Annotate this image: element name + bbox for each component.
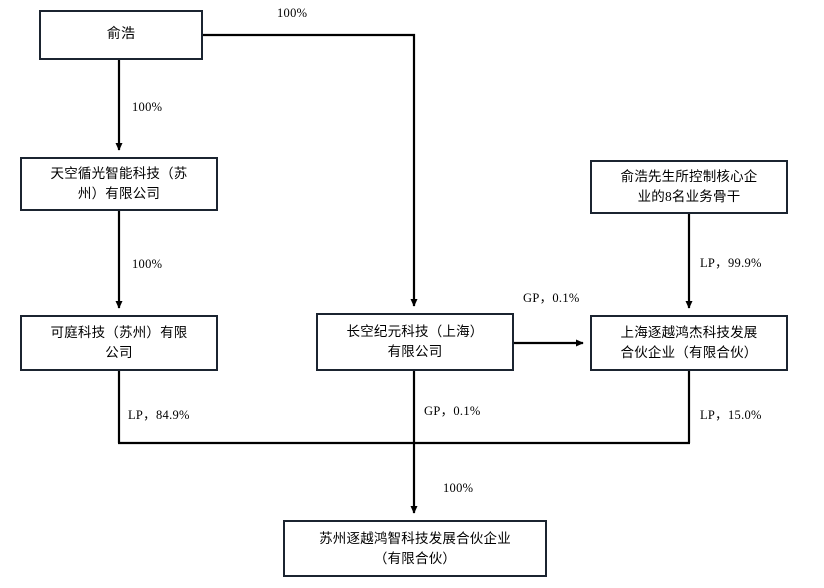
node-keting[interactable]: 可庭科技（苏州）有限 公司: [20, 315, 218, 371]
edge-label-shanghai-to-suzhou: LP，15.0%: [700, 408, 762, 422]
node-tiankong-xunguang[interactable]: 天空循光智能科技（苏 州）有限公司: [20, 157, 218, 211]
node-keting-label: 可庭科技（苏州）有限 公司: [50, 325, 188, 360]
edge-label-changkong-to-shanghai: GP，0.1%: [523, 291, 580, 305]
node-tiankong-xunguang-label: 天空循光智能科技（苏 州）有限公司: [50, 166, 188, 201]
node-shanghai-zhuyue-hongjie-label: 上海逐越鸿杰科技发展 合伙企业（有限合伙）: [620, 325, 758, 360]
node-changkong-jiyuan[interactable]: 长空纪元科技（上海） 有限公司: [316, 313, 514, 371]
node-suzhou-zhuyue-hongzhi-label: 苏州逐越鸿智科技发展合伙企业 （有限合伙）: [319, 530, 511, 566]
node-yuhao[interactable]: 俞浩: [39, 10, 203, 60]
node-yuhao-label: 俞浩: [106, 26, 136, 42]
edge-label-yuhao-to-changkong: 100%: [277, 6, 308, 20]
edge-label-tiankong-to-keting: 100%: [132, 257, 163, 271]
connector-yuhao-to-changkong: [203, 33, 418, 307]
node-eight-backbone[interactable]: 俞浩先生所控制核心企 业的8名业务骨干: [590, 160, 788, 214]
edge-label-backbone-to-shanghai: LP，99.9%: [700, 256, 762, 270]
edge-label-changkong-to-suzhou: GP，0.1%: [424, 404, 481, 418]
node-changkong-jiyuan-label: 长空纪元科技（上海） 有限公司: [346, 324, 484, 359]
edge-label-keting-to-suzhou: LP，84.9%: [128, 408, 190, 422]
node-eight-backbone-label: 俞浩先生所控制核心企 业的8名业务骨干: [620, 169, 758, 204]
edge-label-yuhao-to-tiankong: 100%: [132, 100, 163, 114]
node-shanghai-zhuyue-hongjie[interactable]: 上海逐越鸿杰科技发展 合伙企业（有限合伙）: [590, 315, 788, 371]
node-suzhou-zhuyue-hongzhi[interactable]: 苏州逐越鸿智科技发展合伙企业 （有限合伙）: [283, 520, 547, 577]
edge-label-bus-to-suzhou: 100%: [443, 481, 474, 495]
